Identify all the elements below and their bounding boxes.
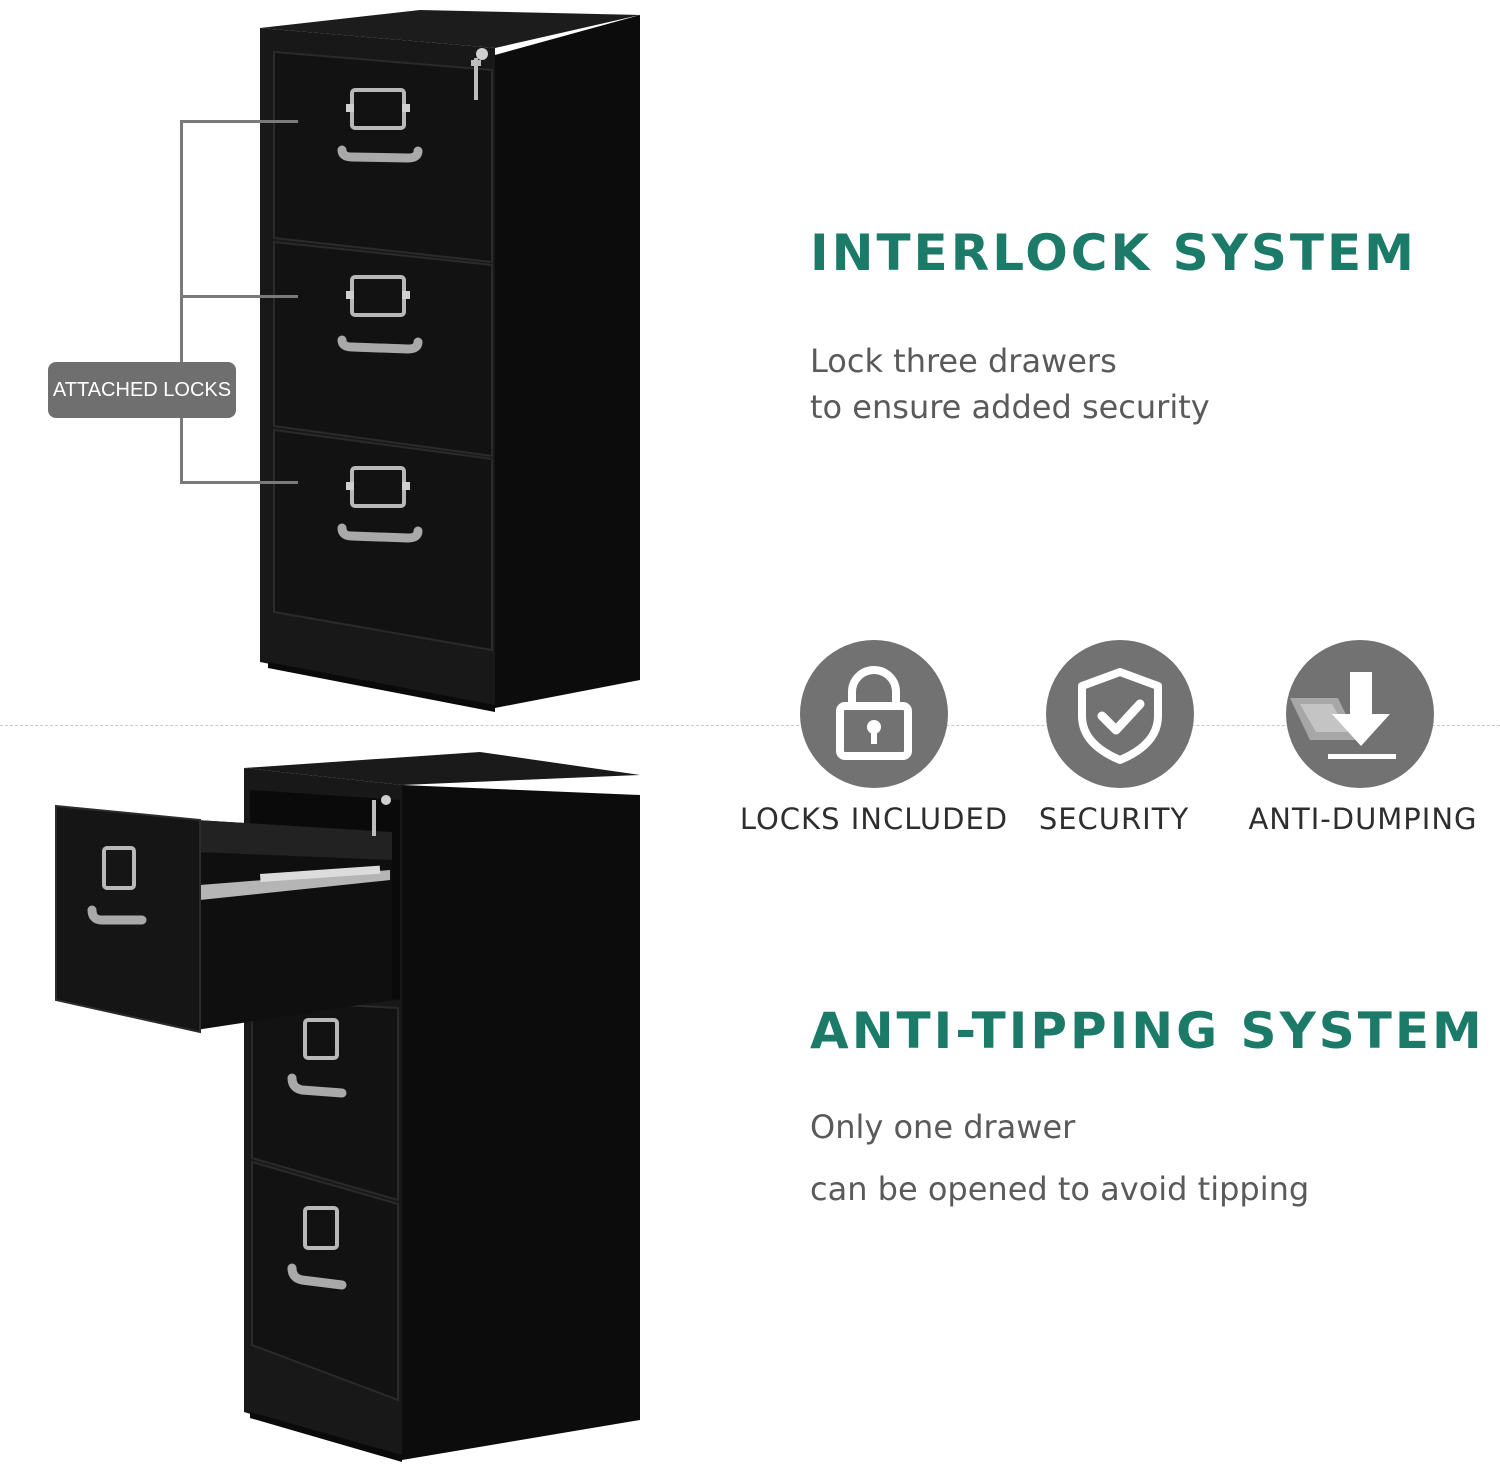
feature-label-anti-dumping: ANTI-DUMPING [1248, 802, 1478, 836]
anti-tipping-description-line1: Only one drawer [810, 1108, 1076, 1146]
interlock-description-line1: Lock three drawers [810, 342, 1117, 380]
attached-locks-bracket [180, 120, 298, 484]
interlock-description-line2: to ensure added security [810, 388, 1210, 426]
anti-dump-arrow-icon [1286, 640, 1434, 788]
feature-label-locks-included: LOCKS INCLUDED [739, 802, 1009, 836]
anti-tipping-description-line2: can be opened to avoid tipping [810, 1170, 1310, 1208]
feature-label-security: SECURITY [1038, 802, 1190, 836]
shield-check-icon [1046, 640, 1194, 788]
section-divider [0, 725, 1500, 726]
attached-locks-badge: ATTACHED LOCKS [48, 362, 236, 418]
filing-cabinet-closed [260, 10, 640, 712]
bracket-middle-line [183, 295, 298, 298]
lock-icon [800, 640, 948, 788]
interlock-heading: INTERLOCK SYSTEM [810, 224, 1417, 282]
anti-tipping-heading: ANTI-TIPPING SYSTEM [810, 1002, 1485, 1060]
filing-cabinet-open-drawer [55, 752, 640, 1462]
